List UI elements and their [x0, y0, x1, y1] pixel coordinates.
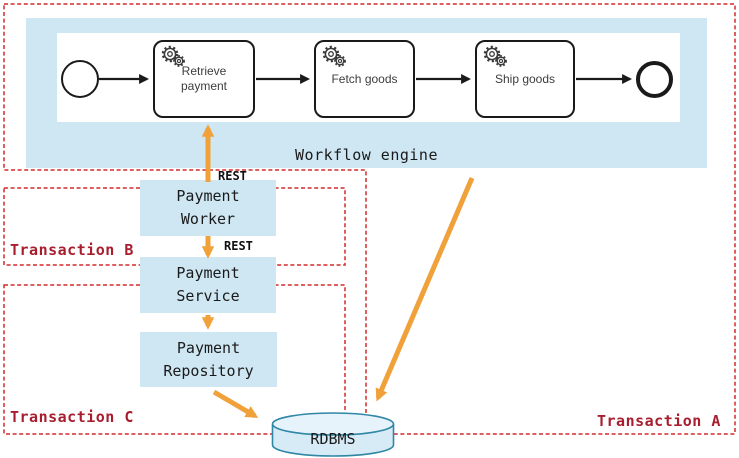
component-label: Payment Worker: [176, 187, 240, 228]
rest-label-bottom: REST: [224, 239, 253, 253]
task-label: Ship goods: [494, 71, 556, 86]
service-task-gear-icon: [483, 45, 507, 67]
start-event-circle: [61, 60, 99, 98]
component-label: Payment Service: [176, 264, 240, 305]
transaction-a-label: Transaction A: [597, 412, 721, 430]
task-label: Fetch goods: [331, 71, 398, 86]
arrow-engine-to-rdbms: [375, 177, 475, 402]
rdbms-label: RDBMS: [310, 430, 356, 448]
service-task-gear-icon: [322, 45, 346, 67]
component-payment-repository: Payment Repository: [140, 332, 277, 387]
transaction-c-label: Transaction C: [10, 408, 134, 426]
rdbms-cylinder-top: [271, 412, 395, 436]
rest-label-top: REST: [218, 169, 247, 183]
task-fetch-goods: Fetch goods: [314, 40, 415, 118]
component-payment-worker: Payment Worker: [140, 180, 276, 236]
transaction-b-label: Transaction B: [10, 241, 134, 259]
end-event-circle: [636, 61, 673, 98]
task-retrieve-payment: Retrieve payment: [153, 40, 255, 118]
task-label: Retrieve payment: [180, 64, 228, 93]
component-label: Payment Repository: [163, 338, 254, 380]
service-task-gear-icon: [161, 45, 185, 67]
arrow-repository-to-rdbms: [212, 389, 259, 419]
task-ship-goods: Ship goods: [475, 40, 575, 118]
rdbms-cylinder: [271, 412, 395, 457]
workflow-engine-label: Workflow engine: [295, 146, 438, 164]
component-payment-service: Payment Service: [140, 257, 276, 313]
